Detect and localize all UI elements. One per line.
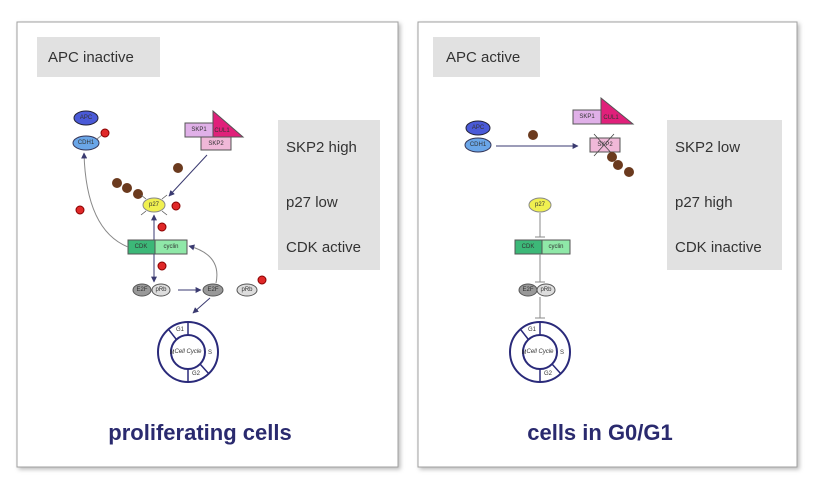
skp1: SKP1 [191, 127, 207, 133]
svg-text:G1: G1 [528, 327, 537, 333]
apc: APC [80, 115, 93, 121]
svg-text:pRb: pRb [241, 287, 253, 293]
cul1: CUL1 [214, 128, 230, 134]
status-box [667, 120, 782, 270]
svg-text:G2: G2 [544, 371, 553, 377]
svg-text:APC: APC [472, 125, 485, 131]
cdk-status: CDK active [286, 239, 361, 256]
svg-text:M: M [522, 350, 527, 356]
svg-text:G1: G1 [176, 327, 185, 333]
cell-cycle-left: G1M S G2 Cell Cycle [157, 321, 219, 383]
cdk: CDK [135, 244, 148, 250]
caption: cells in G0/G1 [527, 420, 673, 445]
svg-text:E2F: E2F [207, 287, 218, 293]
skp2: SKP2 [208, 141, 224, 147]
svg-text:CUL1: CUL1 [603, 115, 619, 121]
status-box [278, 120, 380, 270]
svg-text:CDH1: CDH1 [470, 142, 487, 148]
cyclin: cyclin [163, 244, 178, 250]
svg-text:Cell Cycle: Cell Cycle [526, 349, 554, 355]
skp2-status: SKP2 high [286, 139, 357, 156]
svg-text:cyclin: cyclin [548, 244, 563, 250]
state-label: APC inactive [48, 49, 134, 66]
panel-proliferating: APC inactive SKP2 high p27 low CDK activ… [16, 21, 399, 468]
p27-status: p27 high [675, 194, 733, 211]
state-label-box [433, 37, 540, 77]
svg-text:Cell Cycle: Cell Cycle [174, 349, 202, 355]
caption: proliferating cells [108, 420, 291, 445]
svg-text:G2: G2 [192, 371, 201, 377]
skp2-status: SKP2 low [675, 139, 740, 156]
cdk-status: CDK inactive [675, 239, 762, 256]
svg-text:pRb: pRb [540, 287, 552, 293]
svg-text:SKP1: SKP1 [579, 114, 595, 120]
cdh1: CDH1 [78, 140, 95, 146]
svg-text:p27: p27 [535, 202, 546, 208]
svg-text:S: S [208, 350, 212, 356]
svg-text:S: S [560, 350, 564, 356]
state-label-box [37, 37, 160, 77]
e2f: E2F [136, 287, 147, 293]
cell-cycle-right: G1M S G2 Cell Cycle [509, 321, 571, 383]
p27: p27 [149, 202, 160, 208]
svg-text:SKP2: SKP2 [597, 142, 613, 148]
p27-status: p27 low [286, 194, 338, 211]
panel-g0-g1: APC active SKP2 low p27 high CDK inactiv… [417, 21, 798, 468]
state-label: APC active [446, 49, 520, 66]
svg-text:M: M [170, 350, 175, 356]
svg-text:E2F: E2F [522, 287, 533, 293]
prb: pRb [155, 287, 167, 293]
svg-text:CDK: CDK [522, 244, 535, 250]
